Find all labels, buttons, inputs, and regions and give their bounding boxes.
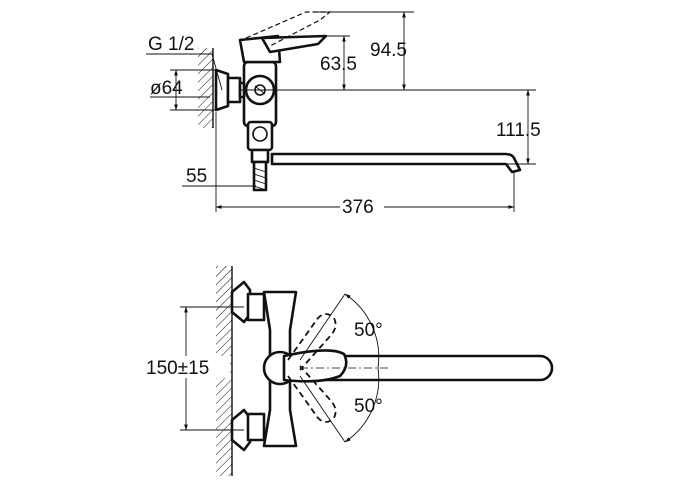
eccentric-nut [226,76,242,104]
angle-arc-down [344,367,380,443]
lever-position-down [287,365,337,423]
lever-handle [260,34,328,54]
dim-bottom-height: 55 [186,166,207,187]
angle-up-label: 50° [354,320,383,341]
dim-body-height: 63.5 [320,54,357,75]
lever-plan [282,349,348,383]
spout-plan [284,354,554,382]
wall-hatch-top [198,48,213,128]
spout [270,152,522,174]
side-view: G 1/2 ø64 94.5 63.5 111.5 55 376 [146,11,541,218]
angle-down-label: 50° [354,396,383,417]
angle-arc-up [344,293,380,369]
dim-thread: G 1/2 [148,34,194,55]
diverter-block [246,120,274,152]
dim-outlet-height: 111.5 [496,120,541,141]
upper-nut [246,292,266,322]
dim-lever-height: 94.5 [370,40,407,61]
dim-diameter: ø64 [150,78,183,99]
plan-view: 50° 50° 150±15 [146,266,554,476]
lever-position-up [287,313,337,371]
lower-nut [246,412,266,442]
dim-center-distance: 150±15 [146,358,209,379]
diverter-knob [250,148,270,164]
dim-spout-length: 376 [342,197,374,218]
